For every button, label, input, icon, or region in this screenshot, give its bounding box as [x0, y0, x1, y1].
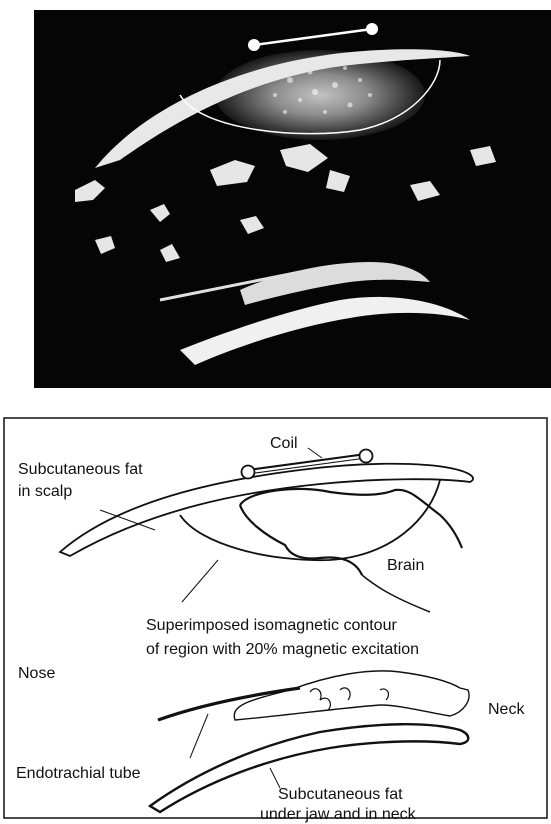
label-scalp-fat-1: Subcutaneous fat	[18, 461, 143, 478]
scan-coil-end-right	[366, 23, 378, 35]
label-nose: Nose	[18, 665, 55, 682]
label-jaw-fat-2: under jaw and in neck	[260, 806, 417, 823]
label-coil: Coil	[270, 435, 298, 452]
label-tube: Endotrachial tube	[16, 765, 141, 782]
label-contour-1: Superimposed isomagnetic contour	[146, 617, 397, 634]
label-neck: Neck	[488, 701, 525, 718]
labeled-diagram: Coil Subcutaneous fat in scalp Brain Sup…	[4, 418, 547, 823]
mri-scan-image	[34, 10, 551, 388]
coil-end-left	[242, 466, 255, 479]
scan-coil-end-left	[248, 39, 260, 51]
label-scalp-fat-2: in scalp	[18, 483, 72, 500]
label-brain: Brain	[387, 557, 424, 574]
coil-end-right	[360, 450, 373, 463]
label-jaw-fat-1: Subcutaneous fat	[278, 786, 403, 803]
label-contour-2: of region with 20% magnetic excitation	[146, 641, 419, 658]
